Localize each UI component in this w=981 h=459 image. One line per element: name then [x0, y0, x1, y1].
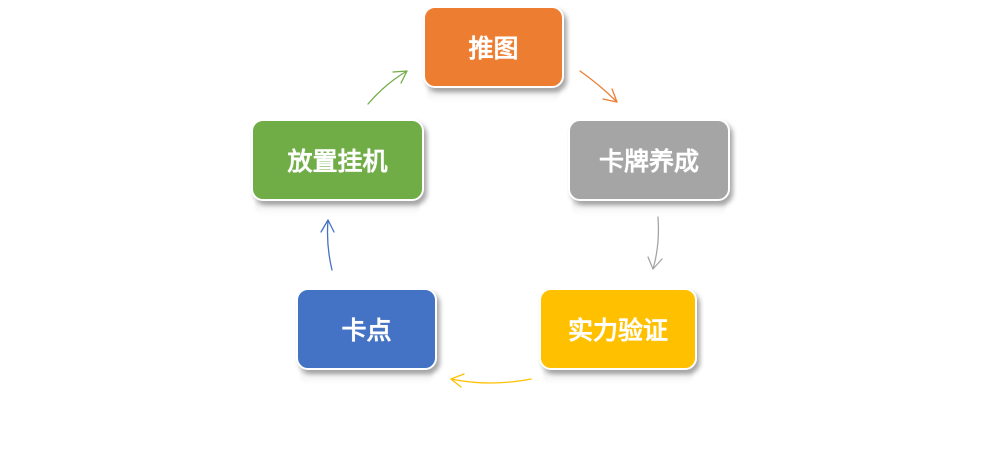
arrow-card-to-verify — [647, 216, 663, 270]
node-label: 推图 — [468, 34, 519, 63]
arrow-idle-to-push — [367, 70, 408, 105]
node-stuck-point: 卡点 — [296, 288, 437, 370]
node-card-development: 卡牌养成 — [568, 119, 730, 201]
node-idle-afk: 放置挂机 — [251, 119, 424, 201]
node-label: 放置挂机 — [287, 147, 388, 176]
node-strength-verification: 实力验证 — [539, 288, 697, 370]
arrow-stuck-to-idle — [320, 219, 335, 271]
node-label: 卡点 — [341, 316, 392, 345]
node-label: 实力验证 — [567, 316, 668, 345]
arrow-verify-to-stuck — [450, 373, 532, 388]
arrow-push-to-card — [579, 70, 618, 103]
node-label: 卡牌养成 — [598, 147, 699, 176]
node-push-stage: 推图 — [423, 6, 564, 88]
